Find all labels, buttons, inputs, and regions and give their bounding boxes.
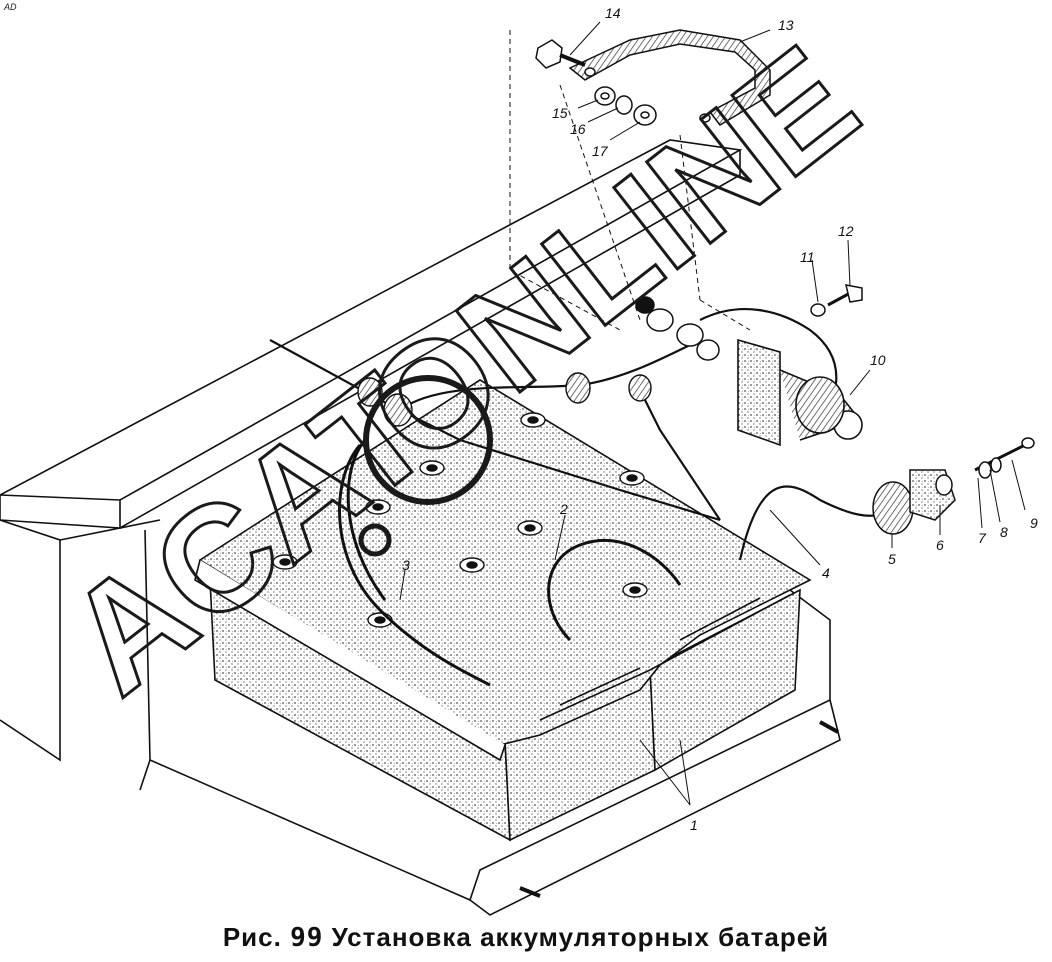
callout-2: 2 — [559, 501, 568, 517]
callout-11: 11 — [800, 249, 815, 265]
watermark-ring — [363, 375, 493, 505]
callout-7: 7 — [978, 530, 987, 546]
callout-9: 9 — [1030, 515, 1038, 531]
cable-2 — [547, 539, 682, 642]
cable-4 — [738, 485, 891, 561]
callout-14: 14 — [605, 5, 621, 21]
caption-number: 99 — [290, 923, 324, 953]
jumper-13 — [568, 29, 771, 126]
callout-8: 8 — [1000, 524, 1008, 540]
figure-caption: Рис. 99 Установка аккумуляторных батарей — [0, 922, 1052, 953]
callout-17: 17 — [592, 143, 609, 159]
callout-13: 13 — [778, 17, 794, 33]
caption-title: Установка аккумуляторных батарей — [331, 922, 830, 952]
callout-16: 16 — [570, 121, 586, 137]
callout-numbers: 14 13 15 16 17 11 12 10 9 8 7 6 5 4 2 3 … — [402, 5, 1038, 833]
callout-15: 15 — [552, 105, 568, 121]
callout-5: 5 — [888, 551, 896, 567]
caption-prefix: Рис. — [222, 922, 282, 952]
bolt-12 — [810, 284, 863, 317]
callout-3: 3 — [402, 557, 410, 573]
callout-1: 1 — [690, 817, 698, 833]
assembly-lines — [509, 30, 751, 331]
terminal-block — [635, 296, 720, 361]
ground-switch — [737, 338, 863, 447]
callout-4: 4 — [822, 565, 830, 581]
corner-mark: AD — [4, 2, 17, 12]
bolt-9 — [974, 437, 1035, 479]
battery-top-cover — [194, 379, 812, 762]
callout-10: 10 — [870, 352, 886, 368]
frame-rail — [0, 139, 743, 762]
cable-3 — [338, 439, 491, 687]
fasteners-14-17 — [535, 39, 657, 126]
callout-12: 12 — [838, 223, 854, 239]
leader-lines — [399, 21, 1026, 806]
grommets — [357, 372, 652, 427]
callout-6: 6 — [936, 537, 944, 553]
watermark-dot — [358, 523, 392, 557]
battery-switch-cover — [872, 469, 956, 535]
